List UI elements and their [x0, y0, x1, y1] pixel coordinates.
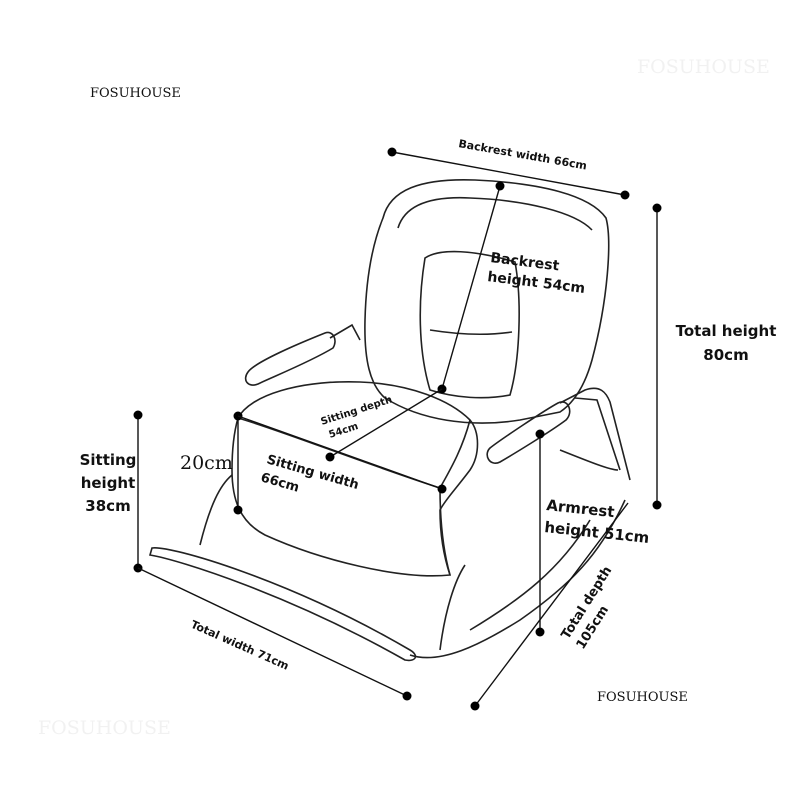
brand-top-left: FOSUHOUSE — [90, 86, 181, 101]
label-backrest-height-2: height 54cm — [487, 269, 586, 297]
brand-watermark-bottom-left: FOSUHOUSE — [38, 717, 171, 739]
label-total-height-1: Total height — [676, 322, 777, 340]
label-sitting-height-1: Sitting — [80, 451, 137, 469]
label-total-height-2: 80cm — [703, 346, 748, 364]
dimension-sitting-depth: Sitting depth 54cm — [320, 388, 443, 462]
label-cushion-thickness: 20cm — [180, 452, 233, 474]
label-armrest-height-1: Armrest — [546, 496, 616, 521]
dimension-backrest-width: Backrest width 66cm — [387, 137, 630, 200]
dimension-total-width: Total width 71cm — [137, 567, 412, 701]
brand-watermark-top-right: FOSUHOUSE — [637, 56, 770, 78]
label-total-width: Total width 71cm — [189, 618, 291, 673]
label-sitting-height-2: height — [81, 474, 136, 492]
label-sitting-height-3: 38cm — [85, 497, 130, 515]
label-armrest-height-2: height 51cm — [544, 518, 651, 547]
dimension-cushion-thickness: 20cm — [180, 411, 243, 515]
dimension-total-height: Total height 80cm — [652, 203, 777, 510]
brand-bottom-right: FOSUHOUSE — [597, 690, 688, 705]
dimension-sitting-height: Sitting height 38cm — [80, 410, 143, 573]
